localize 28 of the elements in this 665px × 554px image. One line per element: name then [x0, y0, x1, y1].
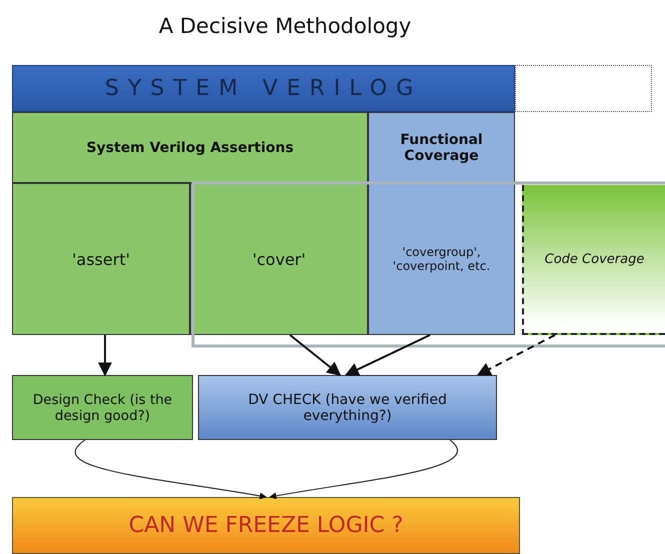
arrow [98, 335, 112, 376]
construct-box [190, 183, 368, 335]
construct-box [12, 183, 190, 335]
check-label: Design Check (is the design good?) [32, 392, 174, 424]
arrow [269, 440, 458, 500]
arrow [289, 334, 342, 376]
dotted-box [515, 65, 652, 112]
category-label: System Verilog Assertions [86, 140, 294, 156]
construct-label: 'cover' [252, 250, 306, 268]
check-box [198, 375, 497, 440]
band-title: SYSTEM VERILOG [104, 76, 422, 101]
check-label: DV CHECK (have we verified everything?) [247, 392, 448, 424]
category-label: Functional Coverage [399, 132, 484, 164]
dashed-arrow [476, 334, 556, 376]
decision-box [12, 497, 520, 554]
decision-label: CAN WE FREEZE LOGIC ? [128, 513, 404, 538]
diagram-title: A Decisive Methodology [158, 14, 412, 38]
arrow [344, 334, 430, 376]
coverage-label: Code Coverage [544, 252, 644, 266]
arrow [74, 440, 267, 500]
category-box [368, 112, 515, 183]
check-box [12, 375, 193, 440]
coverage-box [522, 185, 665, 335]
category-box [12, 112, 368, 183]
header-band [12, 65, 515, 112]
construct-label: 'covergroup', 'coverpoint, etc. [392, 245, 492, 273]
construct-box [368, 183, 515, 335]
construct-label: 'assert' [72, 250, 130, 268]
